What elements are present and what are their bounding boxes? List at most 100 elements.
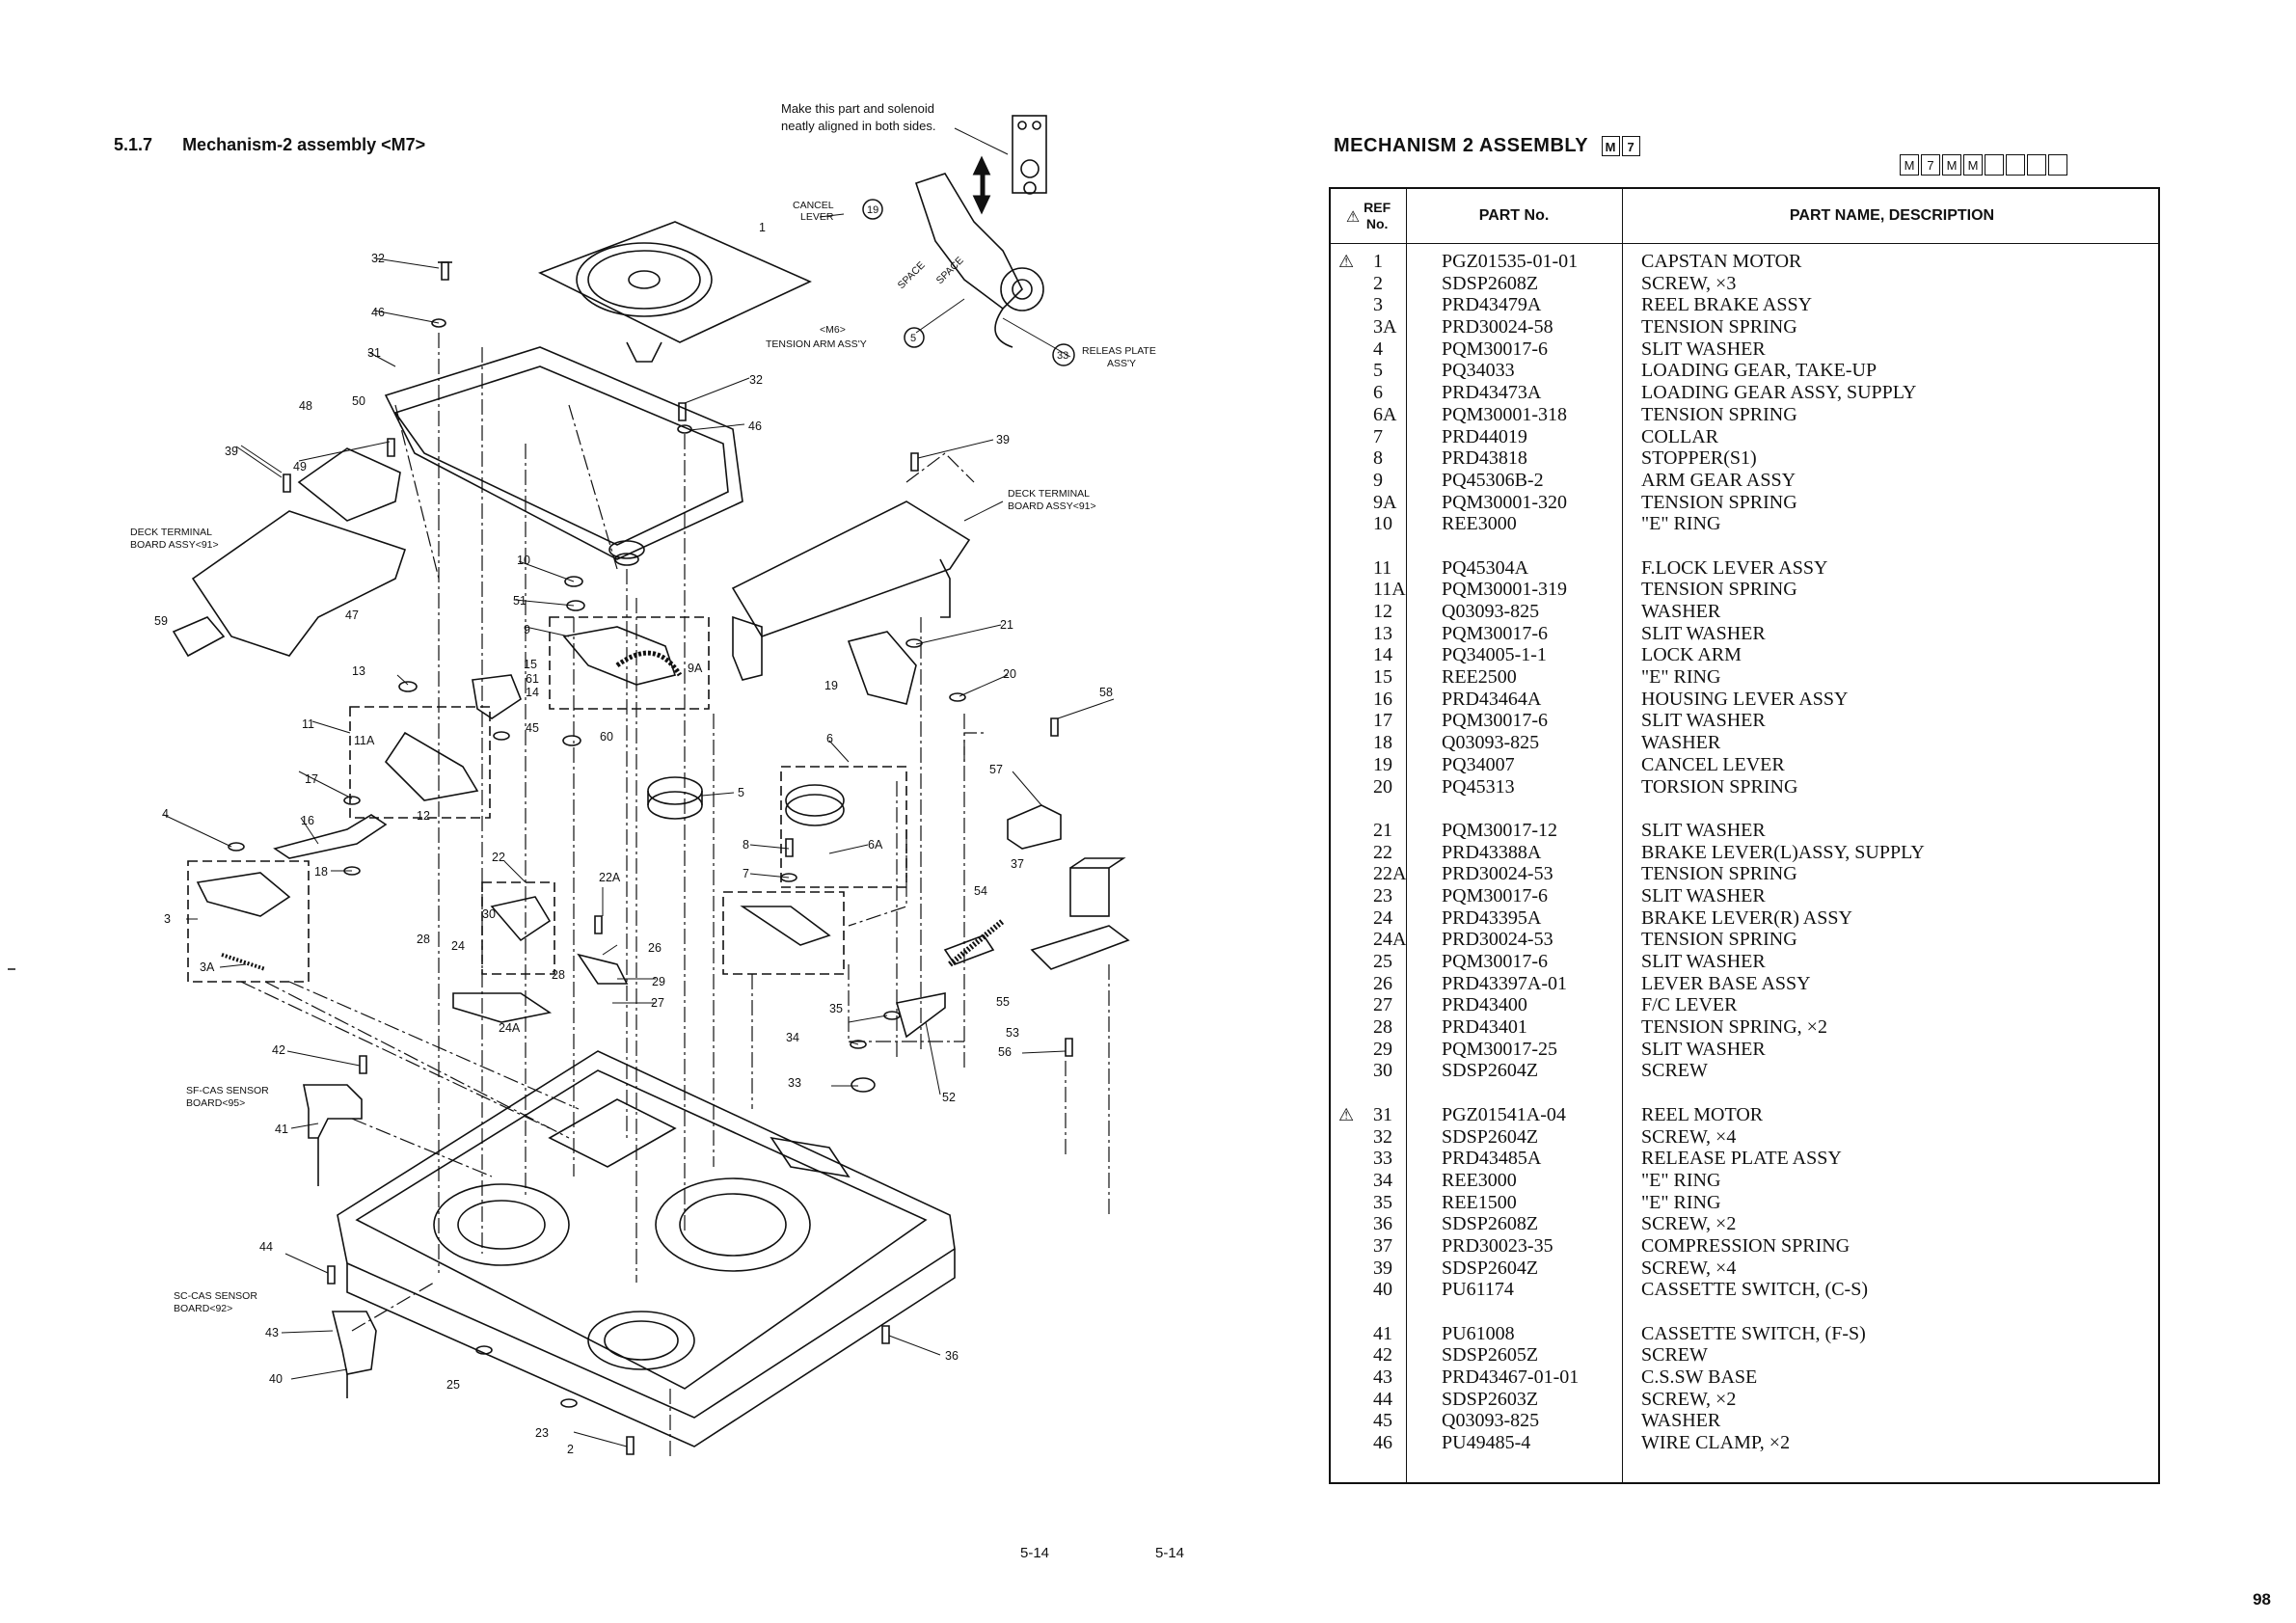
ref-number: 27 <box>1373 994 1392 1016</box>
solenoid <box>1069 867 1110 917</box>
exploded-view-diagram: 1 32 46 31 32 46 48 50 39 49 39 10 51 9 … <box>8 115 1156 1456</box>
ref-number: 42 <box>1373 1344 1392 1366</box>
callout-numbers: 1 32 46 31 32 46 48 50 39 49 39 10 51 9 … <box>154 204 1113 1456</box>
part-name: SCREW <box>1641 1060 1708 1082</box>
svg-text:8: 8 <box>743 838 749 852</box>
screws <box>283 261 1073 1455</box>
part-name: CASSETTE SWITCH, (F-S) <box>1641 1322 1866 1344</box>
svg-text:1: 1 <box>759 221 766 234</box>
part-name: CANCEL LEVER <box>1641 753 1785 775</box>
part-number: PQM30017-25 <box>1442 1038 1558 1060</box>
svg-text:18: 18 <box>314 865 328 879</box>
svg-text:43: 43 <box>265 1326 279 1339</box>
svg-text:45: 45 <box>526 721 539 735</box>
part-name: TENSION SPRING <box>1641 929 1797 951</box>
part-number: Q03093-825 <box>1442 601 1540 622</box>
section-title: Mechanism-2 assembly <M7> <box>182 135 426 154</box>
part-name: TENSION SPRING <box>1641 863 1797 885</box>
ref-number: 24A <box>1373 929 1407 951</box>
ref-number: 2 <box>1373 272 1383 294</box>
svg-text:12: 12 <box>417 809 430 823</box>
capstan-motor-plate <box>538 221 812 343</box>
svg-text:6A: 6A <box>868 838 883 852</box>
warning-icon: ⚠ <box>1338 1104 1355 1125</box>
ref-number: 6A <box>1373 403 1397 425</box>
part-name: LEVER BASE ASSY <box>1641 972 1811 994</box>
part-number: SDSP2604Z <box>1442 1060 1539 1082</box>
part-number: PRD43479A <box>1442 294 1542 316</box>
ref-number: 30 <box>1373 1060 1392 1082</box>
svg-text:50: 50 <box>352 394 365 408</box>
svg-text:55: 55 <box>996 995 1010 1009</box>
part-name: LOADING GEAR ASSY, SUPPLY <box>1641 382 1917 404</box>
part-name: WASHER <box>1641 601 1721 622</box>
page-number-right: 5-14 <box>1155 1545 1185 1561</box>
part-number: PQM30017-6 <box>1442 951 1549 972</box>
parts-table: ⚠ REF No. PART No. PART NAME, DESCRIPTIO… <box>1329 187 2160 1484</box>
part-number: PU49485-4 <box>1442 1432 1531 1454</box>
ref-number: 13 <box>1373 622 1392 644</box>
ref-number: 26 <box>1373 972 1392 994</box>
svg-text:BOARD ASSY<91>: BOARD ASSY<91> <box>1008 500 1096 512</box>
code-box: M <box>1942 154 1961 176</box>
svg-text:39: 39 <box>996 433 1010 446</box>
svg-text:32: 32 <box>749 373 763 387</box>
part-number: REE3000 <box>1442 1169 1517 1191</box>
column-divider <box>1622 189 1623 1482</box>
svg-text:13: 13 <box>352 664 365 678</box>
svg-text:16: 16 <box>301 814 314 827</box>
ref-number: 6 <box>1373 382 1383 404</box>
svg-text:51: 51 <box>513 594 527 608</box>
part-number: PQM30001-319 <box>1442 579 1568 601</box>
part-number: PU61174 <box>1442 1279 1514 1301</box>
svg-text:2: 2 <box>567 1443 574 1456</box>
code-box <box>1985 154 2004 176</box>
svg-text:17: 17 <box>305 772 318 786</box>
title-code-box: M <box>1601 136 1620 157</box>
svg-text:SF-CAS SENSOR: SF-CAS SENSOR <box>186 1085 269 1096</box>
ref-number: 19 <box>1373 753 1392 775</box>
svg-text:19: 19 <box>867 204 878 216</box>
release-plate-small <box>895 992 946 1039</box>
table-row: 30 SDSP2604Z SCREW <box>1331 1060 2158 1082</box>
ref-number: 24 <box>1373 906 1392 929</box>
part-number: PGZ01535-01-01 <box>1442 251 1579 272</box>
model-code-boxes: M 7 M M <box>1900 154 2067 176</box>
part-name: TORSION SPRING <box>1641 775 1798 798</box>
code-box <box>2006 154 2025 176</box>
svg-text:31: 31 <box>367 346 381 360</box>
part-name: WASHER <box>1641 1410 1721 1432</box>
capstan-motor-disc <box>576 242 713 317</box>
svg-text:25: 25 <box>446 1378 460 1392</box>
svg-text:33: 33 <box>1057 350 1068 362</box>
svg-text:5: 5 <box>910 333 916 344</box>
svg-text:TENSION ARM ASS'Y: TENSION ARM ASS'Y <box>766 338 867 350</box>
part-number: PQ34007 <box>1442 753 1515 775</box>
svg-text:41: 41 <box>275 1123 288 1136</box>
part-number: PRD43464A <box>1442 688 1542 710</box>
loading-gear-takeup <box>647 776 703 805</box>
part-name: TENSION SPRING <box>1641 316 1797 338</box>
header-ref-line1: REF <box>1364 200 1391 215</box>
part-name: SLIT WASHER <box>1641 951 1766 972</box>
part-name: SLIT WASHER <box>1641 819 1766 841</box>
svg-text:57: 57 <box>989 763 1003 776</box>
parts-list-title-text: MECHANISM 2 ASSEMBLY <box>1334 135 1588 156</box>
part-number: PRD43401 <box>1442 1016 1527 1039</box>
svg-text:56: 56 <box>998 1045 1012 1059</box>
